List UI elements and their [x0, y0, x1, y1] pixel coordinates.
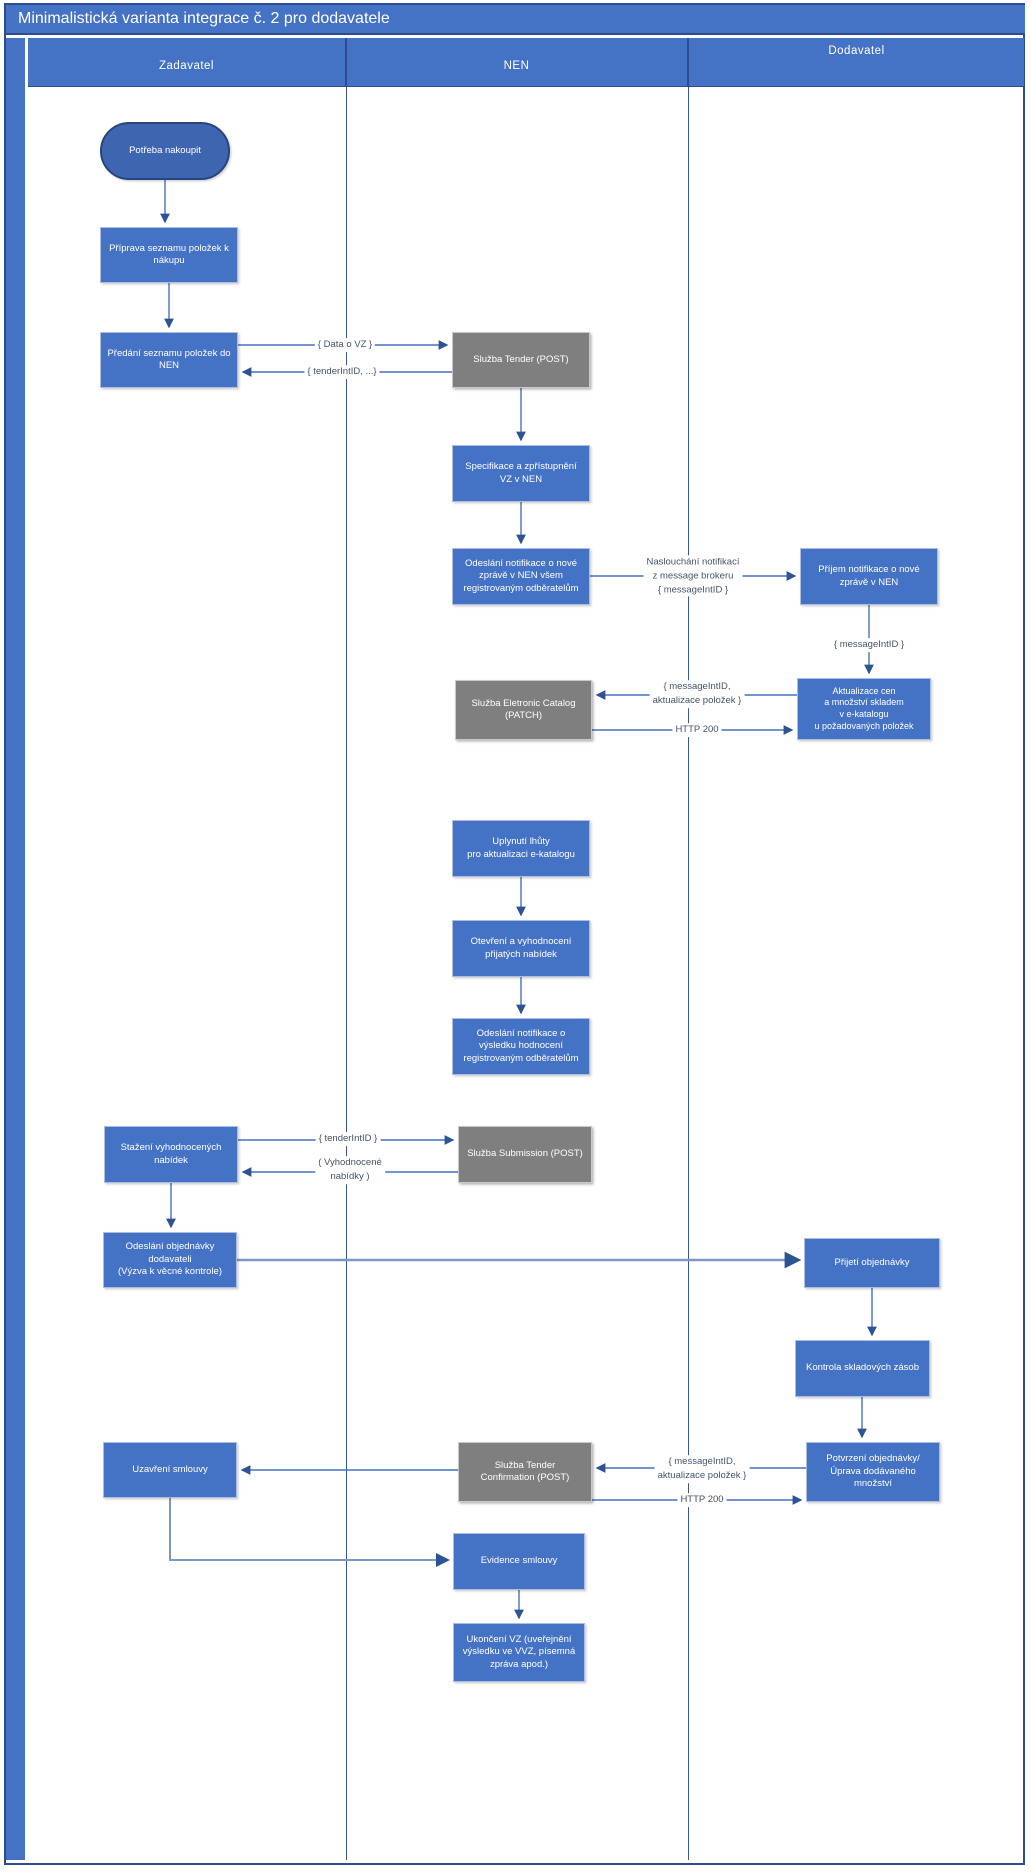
lane-label-zadavatel: Zadavatel — [158, 60, 214, 72]
node-uzavreni-smlouvy: Uzavření smlouvy — [103, 1442, 237, 1498]
lane-header-separator — [345, 38, 347, 86]
diagram-title-bar: Minimalistická varianta integrace č. 2 p… — [6, 5, 1025, 35]
edge-label-tenderintid-response: { tenderIntID, ...} — [304, 365, 380, 379]
diagram-title: Minimalistická varianta integrace č. 2 p… — [18, 10, 390, 27]
edge-label-msg-aktualizace-2: { messageIntID, aktualizace položek } — [654, 1455, 750, 1483]
node-prijeti-objednavky: Přijetí objednávky — [804, 1238, 940, 1288]
edge-label-http200-2: HTTP 200 — [677, 1493, 727, 1507]
edge-label-vyhodnocene-nabidky: ( Vyhodnocené nabídky ) — [315, 1156, 385, 1184]
edge-label-data-o-vz: { Data o VZ } — [314, 338, 376, 352]
node-potvrzeni-objednavky: Potvrzení objednávky/ Úprava dodávaného … — [806, 1442, 940, 1502]
node-sluzba-tender: Služba Tender (POST) — [452, 332, 590, 388]
node-specifikace-vz: Specifikace a zpřístupnění VZ v NEN — [452, 445, 590, 502]
node-sluzba-tender-confirmation: Služba Tender Confirmation (POST) — [458, 1442, 592, 1502]
node-odeslani-notifikace-nova: Odeslání notifikace o nové zprávě v NEN … — [452, 548, 590, 605]
edge-label-naslouchani: Naslouchání notifikací z message brokeru… — [643, 555, 743, 597]
node-predani-seznamu: Předání seznamu položek do NEN — [100, 332, 238, 388]
left-title-strip — [6, 38, 25, 1860]
node-ukonceni-vz: Ukončení VZ (uveřejnění výsledku ve VVZ,… — [453, 1623, 585, 1682]
edge-label-msg-aktualizace-1: { messageIntID, aktualizace položek } — [649, 680, 745, 708]
node-kontrola-zasob: Kontrola skladových zásob — [795, 1340, 930, 1397]
node-evidence-smlouvy: Evidence smlouvy — [453, 1533, 585, 1590]
edge-label-messageintid: { messageIntID } — [830, 638, 908, 652]
lane-label-nen: NEN — [503, 60, 530, 72]
node-sluzba-eletronic-catalog: Služba Eletronic Catalog (PATCH) — [455, 680, 592, 740]
node-prijem-notifikace: Příjem notifikace o nové zprávě v NEN — [800, 548, 938, 605]
node-sluzba-submission: Služba Submission (POST) — [458, 1126, 592, 1183]
lane-divider — [688, 86, 689, 1860]
lane-header-separator — [687, 38, 689, 86]
node-odeslani-objednavky: Odeslání objednávky dodavateli (Výzva k … — [103, 1232, 237, 1288]
lane-header-band — [28, 38, 1024, 87]
node-uplynuti-lhuty: Uplynutí lhůty pro aktualizaci e-katalog… — [452, 820, 590, 877]
node-otevreni-vyhodnoceni: Otevření a vyhodnocení přijatých nabídek — [452, 920, 590, 977]
edge-label-tenderintid: { tenderIntID } — [315, 1132, 381, 1146]
lane-label-dodavatel: Dodavatel — [828, 45, 885, 57]
node-potreba-nakoupit: Potřeba nakoupit — [100, 122, 230, 180]
lane-divider — [346, 86, 347, 1860]
node-odeslani-notifikace-vysledek: Odeslání notifikace o výsledku hodnocení… — [452, 1018, 590, 1075]
diagram-frame — [4, 3, 1025, 1865]
node-aktualizace-cen: Aktualizace cen a množství skladem v e-k… — [797, 678, 931, 740]
edge-label-http200-1: HTTP 200 — [672, 723, 722, 737]
node-priprava-seznamu: Příprava seznamu položek k nákupu — [100, 227, 238, 283]
node-stazeni-nabidek: Stažení vyhodnocených nabídek — [104, 1126, 238, 1183]
